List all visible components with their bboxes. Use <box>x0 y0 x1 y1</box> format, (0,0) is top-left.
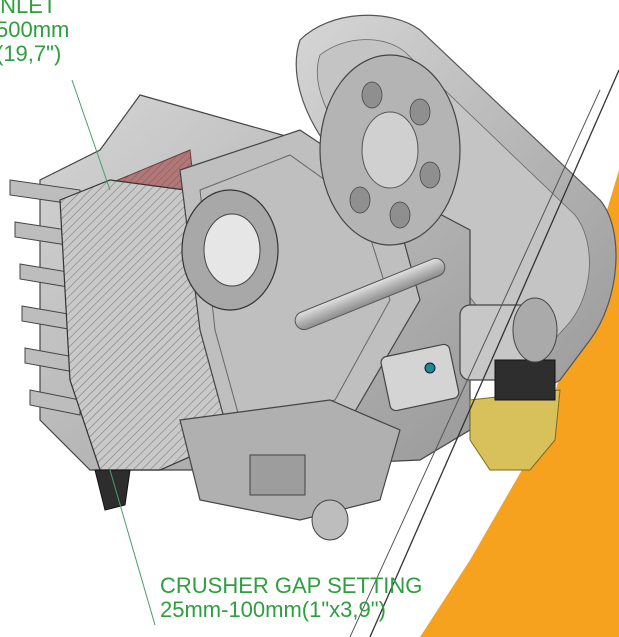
gap-leader-line <box>109 469 156 626</box>
inlet-size-in: (19,7") <box>0 41 62 66</box>
gearbox-base <box>494 359 556 401</box>
inlet-leader-line <box>71 79 111 191</box>
orange-accent-shape <box>420 170 619 637</box>
hydraulic-motor <box>380 343 460 412</box>
motor-port <box>424 362 436 374</box>
inlet-title: INLET <box>0 0 57 18</box>
tension-rod <box>294 257 446 331</box>
belt-line-2 <box>349 89 601 637</box>
adjuster-block <box>249 454 306 496</box>
swing-jaw-ribs <box>199 154 391 421</box>
flywheel-holes <box>349 81 441 229</box>
belt-line-1 <box>369 69 619 637</box>
drive-pulley <box>512 297 558 363</box>
adjuster-wheel <box>311 499 349 541</box>
gap-setting-range: 25mm-100mm(1"x3,9") <box>160 597 386 622</box>
discharge-chute <box>94 469 131 511</box>
inlet-size-mm: 500mm <box>0 17 70 42</box>
flywheel-hub <box>361 111 419 189</box>
gap-setting-title: CRUSHER GAP SETTING <box>160 573 423 598</box>
gold-bracket <box>469 389 561 471</box>
shaft-bore-inner <box>203 213 261 287</box>
